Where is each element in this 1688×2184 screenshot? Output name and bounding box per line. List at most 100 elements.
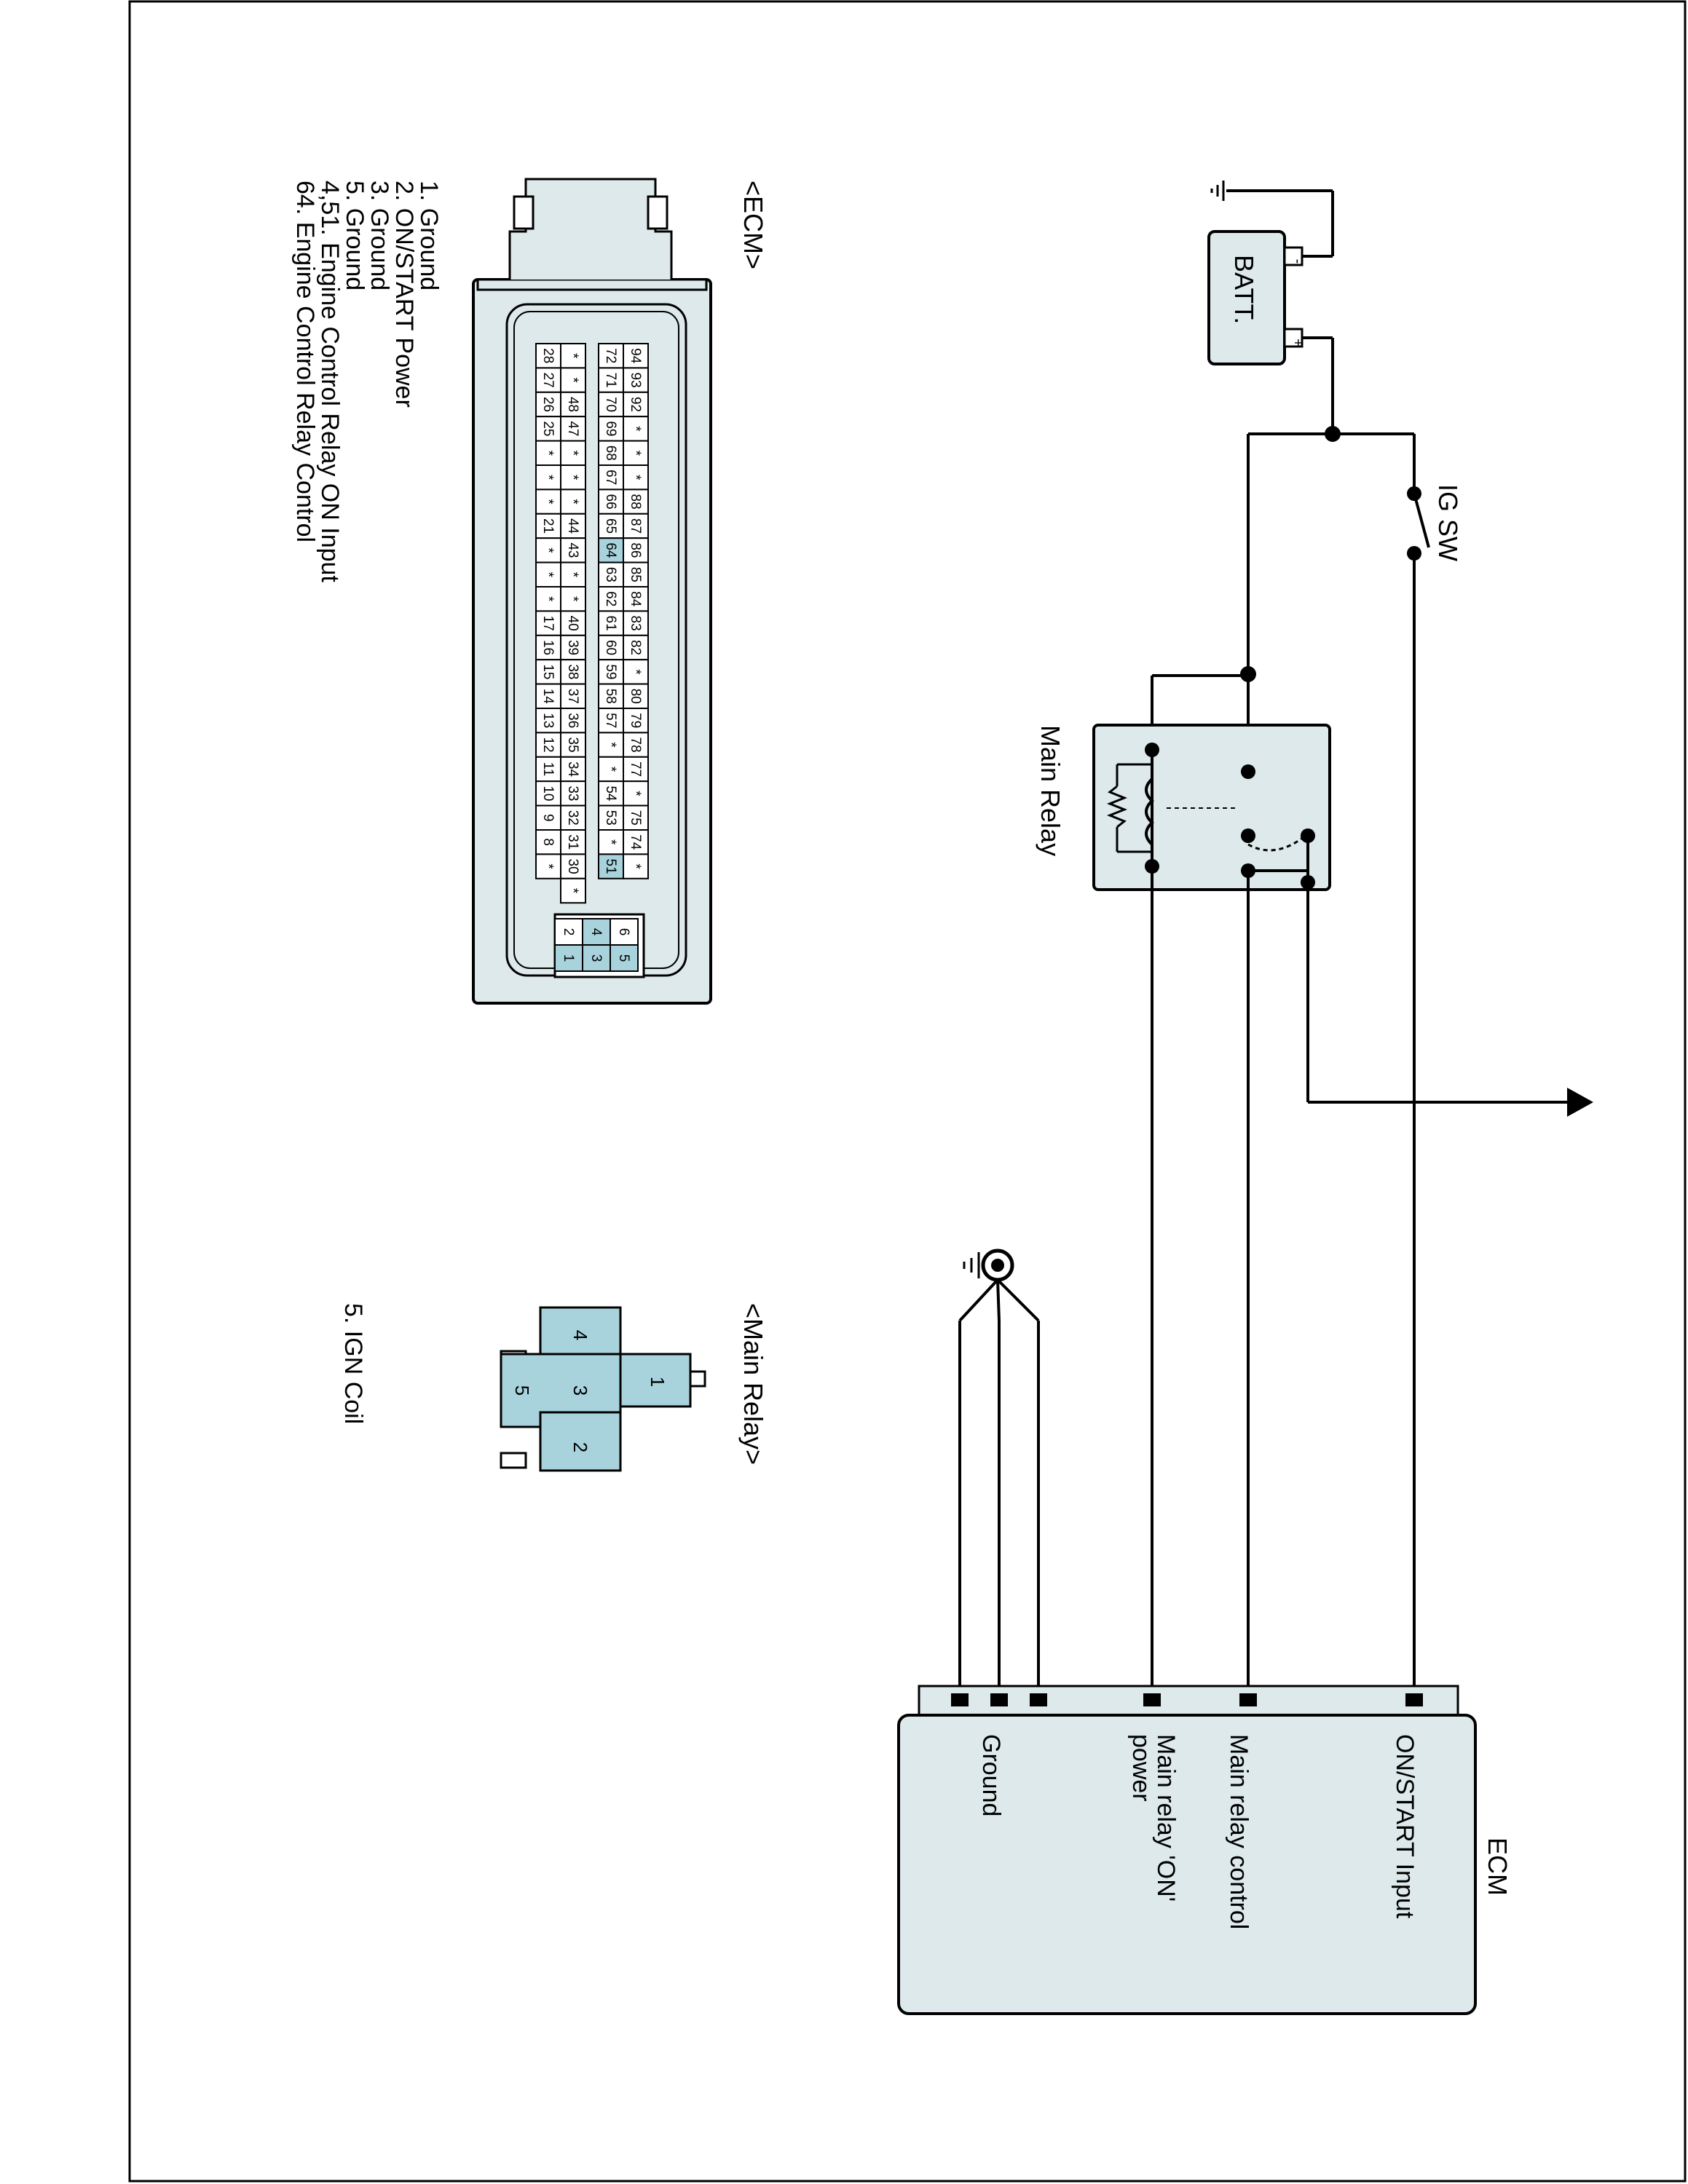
ecm-pin-number: 11 [540,762,556,777]
ecm-pin-number: 53 [603,810,618,826]
ecm-pin-cell [598,756,624,783]
ecm-pin-cell [535,513,561,539]
ecm-pin-cell [535,586,561,612]
ecm-pin-number: 67 [603,470,618,485]
ecm-pin-number: 34 [565,761,580,778]
ecm-pin-number: * [565,353,580,359]
ecm-pin-number: 51 [603,859,618,874]
ecm-box-group: ECM ON/START Input Main relay control Ma… [897,1685,1513,2015]
ecm-pin-number: 62 [603,591,618,606]
svg-text:3: 3 [569,1385,591,1396]
ecm-pin-number: 65 [603,518,618,534]
ecm-power-pin-cell [554,944,583,972]
ecm-pin-cell [535,683,561,709]
ecm-power-pin-number: 6 [616,928,631,936]
ecm-pin-cell [598,853,624,879]
ecm-pin-cell [598,440,624,466]
ecm-pin-cell [623,513,649,539]
svg-text:1. Ground: 1. Ground [415,181,443,290]
svg-text:3. Ground: 3. Ground [366,181,393,290]
ecm-pin-number: 15 [540,664,556,679]
ecm-pin-cell [535,708,561,734]
ecm-pin-number: 14 [540,689,556,705]
ecm-pin-number: * [540,596,556,602]
ecm-pin-number: 79 [628,713,643,728]
ecm-pin-number: * [565,596,580,602]
ecm-pin-grid: 949392***88878685848382*80797877*7574*72… [535,343,649,904]
ecm-pin-number: * [628,426,643,432]
ecm-pin-cell [623,586,649,612]
ecm-pin-number: * [565,499,580,505]
ecm-pin-cell [598,561,624,587]
ecm-pin-onstart: ON/START Input [1391,1734,1419,1919]
resistor-icon [1106,785,1128,828]
ecm-pin-cell [560,513,586,539]
ecm-pin-cell [623,416,649,442]
battery-negative-terminal [1283,246,1304,266]
ecm-pin-number: * [540,863,556,869]
ecm-pin-relay-on-1: Main relay 'ON' [1152,1734,1180,1902]
ecm-pin-number: 17 [540,616,556,631]
ecm-pin-cell [623,659,649,685]
ecm-pin-number: 92 [628,397,643,412]
ecm-pin-number: * [628,475,643,480]
svg-text:2. ON/START Power: 2. ON/START Power [390,181,418,408]
ecm-box [897,1714,1477,2015]
ecm-pin-number: 8 [540,838,556,846]
main-relay: Main Relay [1036,724,1331,891]
ecm-pin-number: 68 [603,446,618,461]
relay-legend: 5. IGN Coil [339,1303,367,1424]
ecm-pin-relay-on-2: power [1127,1734,1155,1802]
ecm-pin-number: 57 [603,713,618,728]
ecm-power-pin-number: 1 [561,954,576,962]
ecm-pin-number: * [603,839,618,845]
ecm-pin-cell [623,732,649,758]
ecm-pin-number: 87 [628,518,643,534]
battery-group: - + BATT. [1207,181,1334,365]
ecm-pin-cell [623,756,649,783]
ecm-pin-number: * [565,572,580,578]
ecm-pin-cell [598,586,624,612]
ecm-pin-number: 66 [603,494,618,510]
ecm-pin-number: 26 [540,397,556,412]
main-relay-connector: 1 2 3 4 5 [500,1306,706,1472]
ecm-pin-number: 82 [628,640,643,655]
ecm-connector-strip [918,1685,1459,1717]
ecm-pin-number: 94 [628,348,643,364]
svg-text:4: 4 [569,1330,591,1340]
ecm-pin-number: * [540,475,556,480]
ecm-pin-number: 75 [628,810,643,826]
svg-text:1: 1 [647,1377,669,1387]
page-frame [128,0,1687,2183]
ecm-pin-cell [623,464,649,491]
ecm-pin-number: 74 [628,834,643,850]
ecm-pin-number: 25 [540,421,556,436]
svg-text:64. Engine Control Relay Contr: 64. Engine Control Relay Control [291,181,319,542]
ecm-pin-relay-control: Main relay control [1225,1734,1253,1929]
ecm-power-pin-number: 2 [561,928,576,936]
svg-text:5: 5 [511,1385,533,1396]
ecm-pin-number: 63 [603,567,618,582]
batt-label: BATT. [1229,255,1259,324]
ecm-pin-cell [535,367,561,393]
ecm-pin-number: * [565,451,580,456]
ecm-pin-cell [598,610,624,636]
ecm-pin-cell [535,610,561,636]
ecm-pin-number: 70 [603,397,618,412]
ecm-pin-number: * [603,742,618,748]
chassis-ground-icon [963,1249,1014,1282]
ecm-pin-number: 13 [540,713,556,728]
ecm-pin-cell [598,659,624,685]
ecm-pin-cell [535,561,561,587]
ecm-pin-number: 72 [603,348,618,363]
ecm-pin-number: * [540,451,556,456]
ecm-power-pin-number: 3 [588,954,604,962]
ecm-pin-number: * [628,791,643,796]
ecm-pin-number: 84 [628,591,643,607]
ecm-pin-number: 31 [565,834,580,850]
ecm-power-pin-number: 5 [616,954,631,962]
ecm-pin-number: 32 [565,810,580,826]
ecm-pin-number: * [628,451,643,456]
